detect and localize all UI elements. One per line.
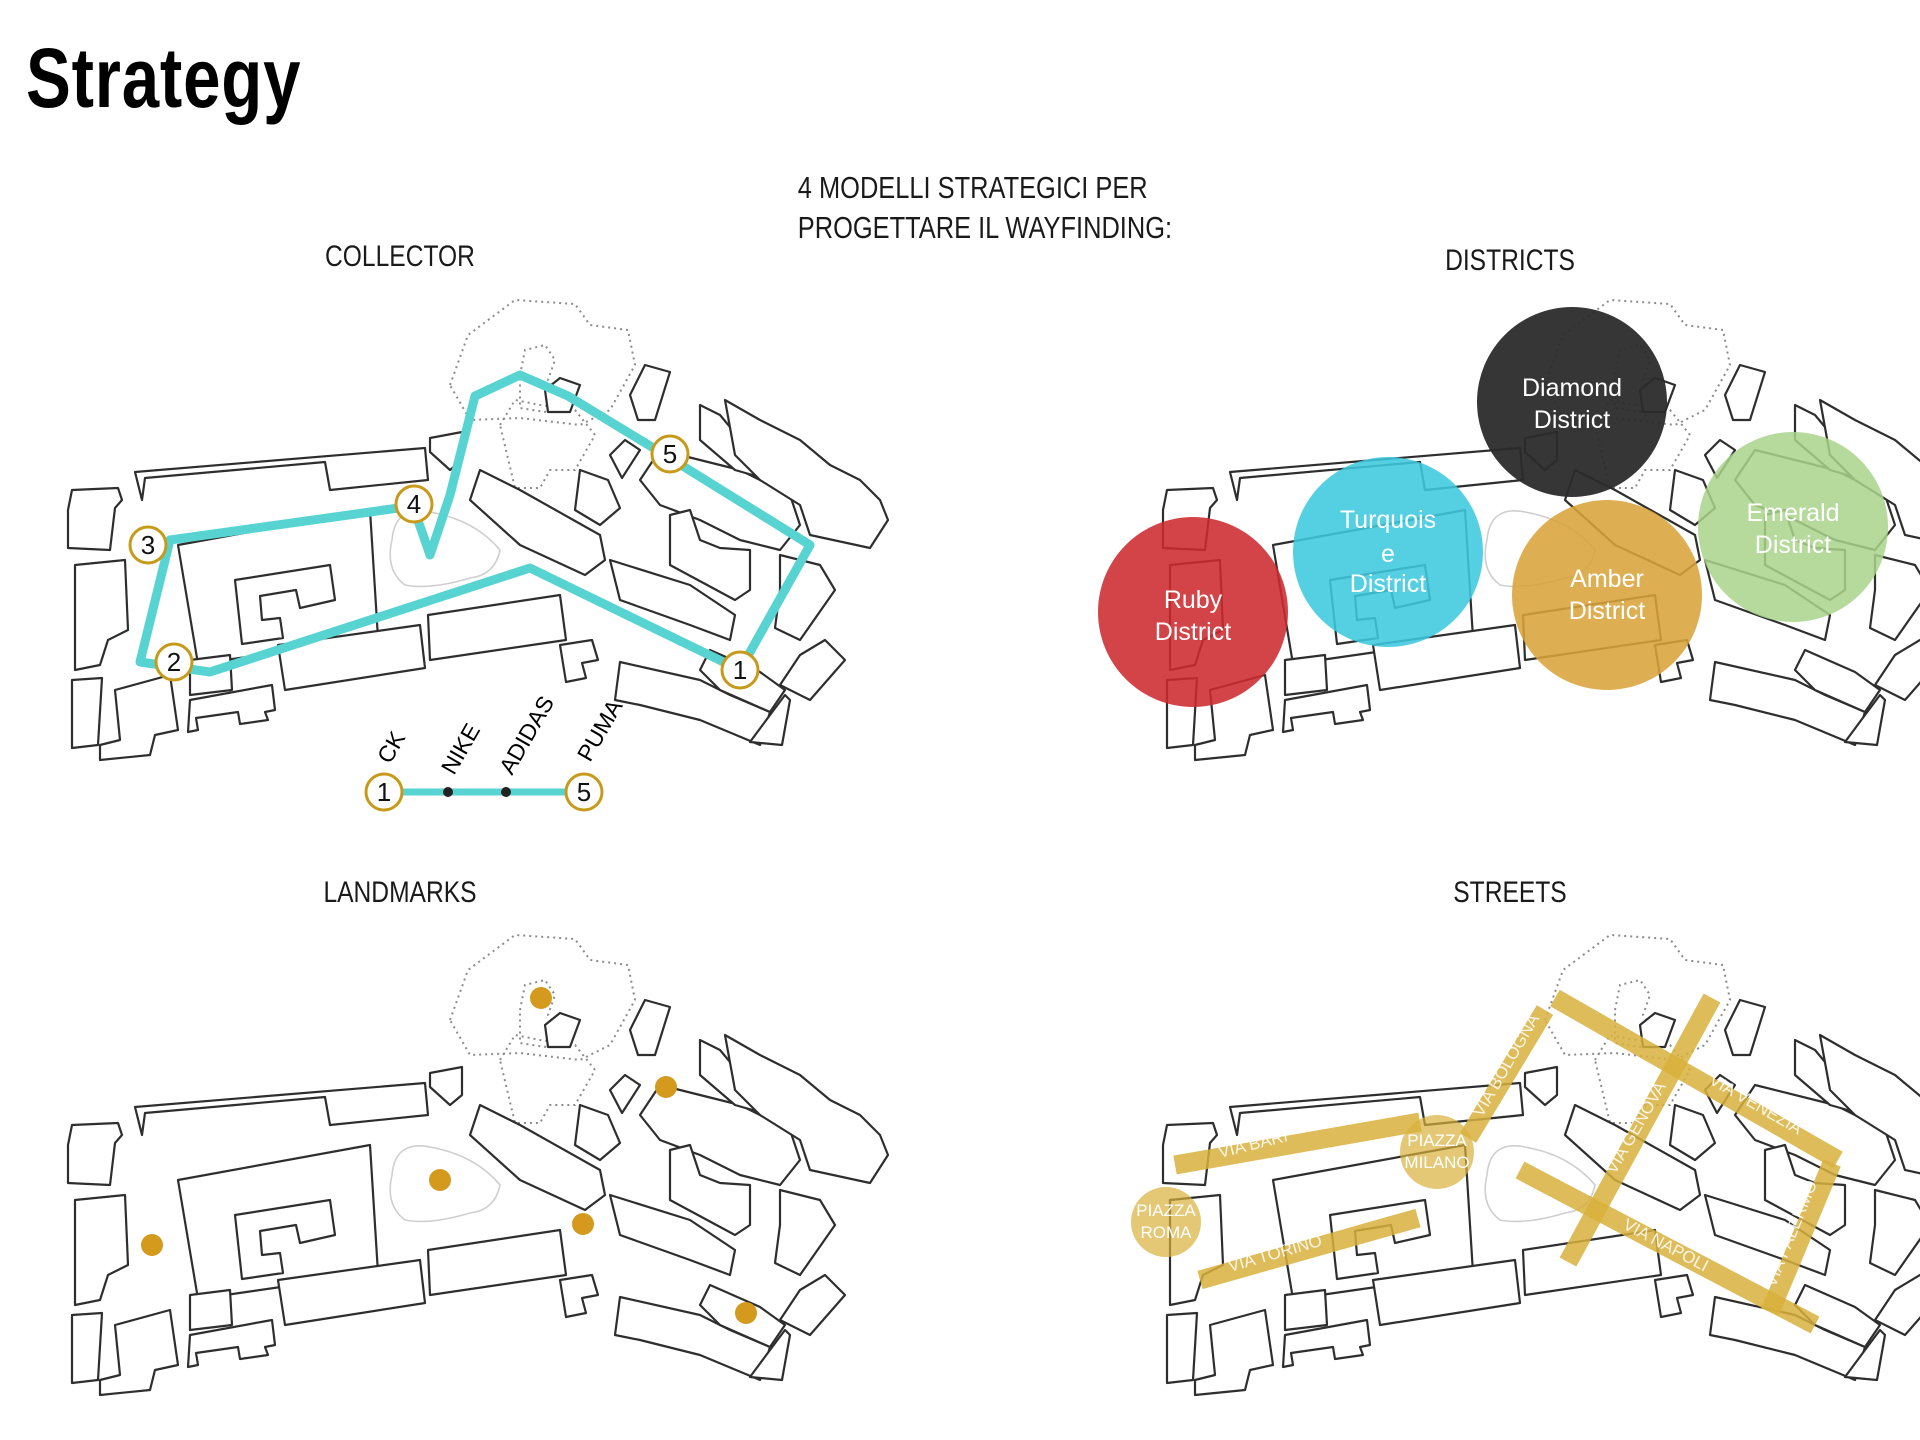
route-stop-2-label: 2: [167, 647, 181, 677]
legend-start: 1: [364, 772, 404, 812]
subtitle: 4 MODELLI STRATEGICI PER PROGETTARE IL W…: [797, 168, 1173, 248]
collector-title: COLLECTOR: [325, 240, 475, 273]
district-amber-line1: Amber: [1570, 565, 1644, 593]
piazza-milano: PIAZZA MILANO: [1400, 1115, 1474, 1189]
legend-dot-adidas: [501, 787, 511, 797]
legend-label-ck: CK: [372, 726, 411, 767]
street-via-bologna: [1459, 1005, 1554, 1143]
landmark-dot: [572, 1213, 594, 1235]
district-amber-line2: District: [1569, 597, 1645, 625]
route-stop-1: 1: [720, 650, 760, 690]
landmarks-title: LANDMARKS: [323, 876, 477, 909]
collector-basemap: [66, 298, 890, 762]
route-stop-5: 5: [650, 434, 690, 474]
landmarks-basemap: [66, 933, 890, 1397]
district-emerald: Emerald District: [1698, 432, 1888, 622]
subtitle-line-1: 4 MODELLI STRATEGICI PER: [797, 170, 1148, 205]
legend-label-nike: NIKE: [436, 719, 485, 778]
street-via-torino: [1197, 1208, 1421, 1290]
legend-end: 5: [564, 772, 604, 812]
street-via-palermo: [1761, 1159, 1841, 1316]
landmark-dot: [735, 1302, 757, 1324]
legend-label-puma: PUMA: [572, 694, 628, 765]
piazza-roma: PIAZZA ROMA: [1131, 1187, 1201, 1257]
district-amber: Amber District: [1512, 500, 1702, 690]
route-stop-1-label: 1: [733, 655, 747, 685]
district-ruby: Ruby District: [1098, 517, 1288, 707]
collector-route: [135, 370, 815, 677]
district-turquoise: Turquois e District: [1293, 457, 1483, 647]
district-ruby-line1: Ruby: [1164, 586, 1223, 614]
landmark-dot: [141, 1234, 163, 1256]
collector-panel: 1 2 3 4 5 1 5 CK NIKE ADIDAS PU: [66, 298, 890, 812]
district-emerald-line2: District: [1755, 531, 1831, 559]
collector-legend: 1 5 CK NIKE ADIDAS PUMA: [364, 691, 628, 812]
landmark-dot: [429, 1169, 451, 1191]
landmarks-panel: [66, 933, 890, 1397]
landmark-dot: [530, 987, 552, 1009]
district-diamond-line1: Diamond: [1522, 374, 1622, 402]
subtitle-line-2: PROGETTARE IL WAYFINDING:: [797, 210, 1173, 245]
district-diamond: Diamond District: [1477, 307, 1667, 497]
route-stop-2: 2: [154, 642, 194, 682]
district-turquoise-line2: e: [1381, 540, 1395, 568]
route-stop-4: 4: [394, 484, 434, 524]
route-stop-5-label: 5: [663, 439, 677, 469]
districts-panel: Ruby District Turquois e District Diamon…: [1098, 298, 1920, 762]
street-via-bari: [1173, 1112, 1422, 1175]
district-turquoise-line3: District: [1350, 570, 1426, 598]
district-emerald-line1: Emerald: [1746, 499, 1839, 527]
district-diamond-line2: District: [1534, 406, 1610, 434]
piazza-milano-line1: PIAZZA: [1407, 1131, 1467, 1150]
street-via-venezia: [1550, 989, 1843, 1169]
route-stop-3: 3: [128, 525, 168, 565]
piazza-milano-line2: MILANO: [1404, 1153, 1469, 1172]
route-stop-3-label: 3: [141, 530, 155, 560]
legend-end-label: 5: [577, 777, 591, 807]
legend-dot-nike: [443, 787, 453, 797]
piazza-roma-line1: PIAZZA: [1136, 1201, 1196, 1220]
route-stop-4-label: 4: [407, 489, 421, 519]
legend-label-adidas: ADIDAS: [494, 691, 559, 778]
district-ruby-line2: District: [1155, 618, 1231, 646]
landmark-dot: [655, 1076, 677, 1098]
piazza-roma-line2: ROMA: [1141, 1223, 1193, 1242]
page-title: Strategy: [26, 31, 302, 125]
streets-panel: VIA BARI VIA TORINO VIA BOLOGNA VIA GENO…: [1131, 933, 1920, 1397]
districts-title: DISTRICTS: [1445, 244, 1575, 277]
streets-title: STREETS: [1453, 876, 1567, 909]
legend-start-label: 1: [377, 777, 391, 807]
district-turquoise-line1: Turquois: [1340, 506, 1436, 534]
